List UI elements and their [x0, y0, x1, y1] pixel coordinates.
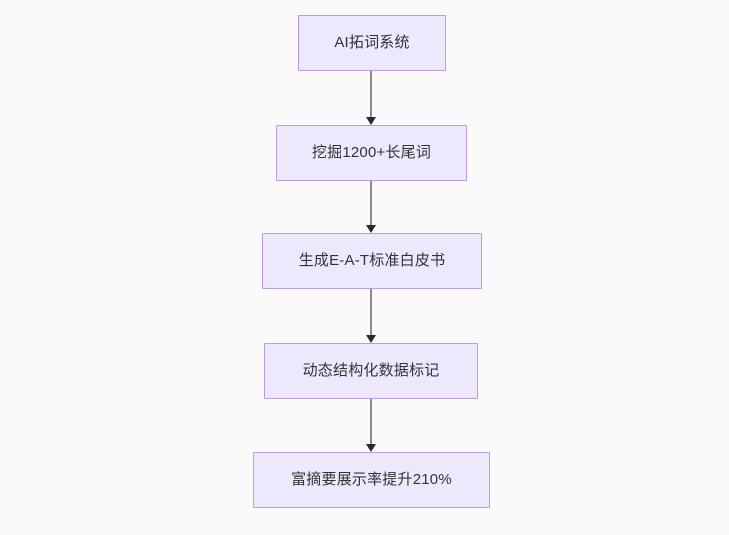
flow-node-ai-keyword-system[interactable]: AI拓词系统: [298, 15, 446, 71]
flow-node-rich-snippet-result[interactable]: 富摘要展示率提升210%: [253, 452, 490, 508]
connector-line: [370, 399, 372, 444]
connector-n3-n4: [357, 289, 385, 343]
connector-line: [370, 71, 372, 117]
connector-line: [370, 181, 372, 225]
flow-node-label: 挖掘1200+长尾词: [311, 144, 432, 161]
arrowhead-icon: [366, 335, 376, 343]
flow-node-label: 富摘要展示率提升210%: [291, 471, 452, 488]
arrowhead-icon: [366, 117, 376, 125]
connector-line: [370, 289, 372, 335]
connector-n4-n5: [357, 399, 385, 452]
flow-node-label: 动态结构化数据标记: [302, 362, 440, 379]
flow-node-label: 生成E-A-T标准白皮书: [298, 252, 446, 269]
flow-node-eat-whitepaper[interactable]: 生成E-A-T标准白皮书: [262, 233, 482, 289]
connector-n1-n2: [357, 71, 385, 125]
arrowhead-icon: [366, 225, 376, 233]
arrowhead-icon: [366, 444, 376, 452]
flow-node-structured-data-markup[interactable]: 动态结构化数据标记: [264, 343, 478, 399]
flow-node-longtail-mining[interactable]: 挖掘1200+长尾词: [276, 125, 467, 181]
flow-node-label: AI拓词系统: [334, 34, 410, 51]
connector-n2-n3: [357, 181, 385, 233]
